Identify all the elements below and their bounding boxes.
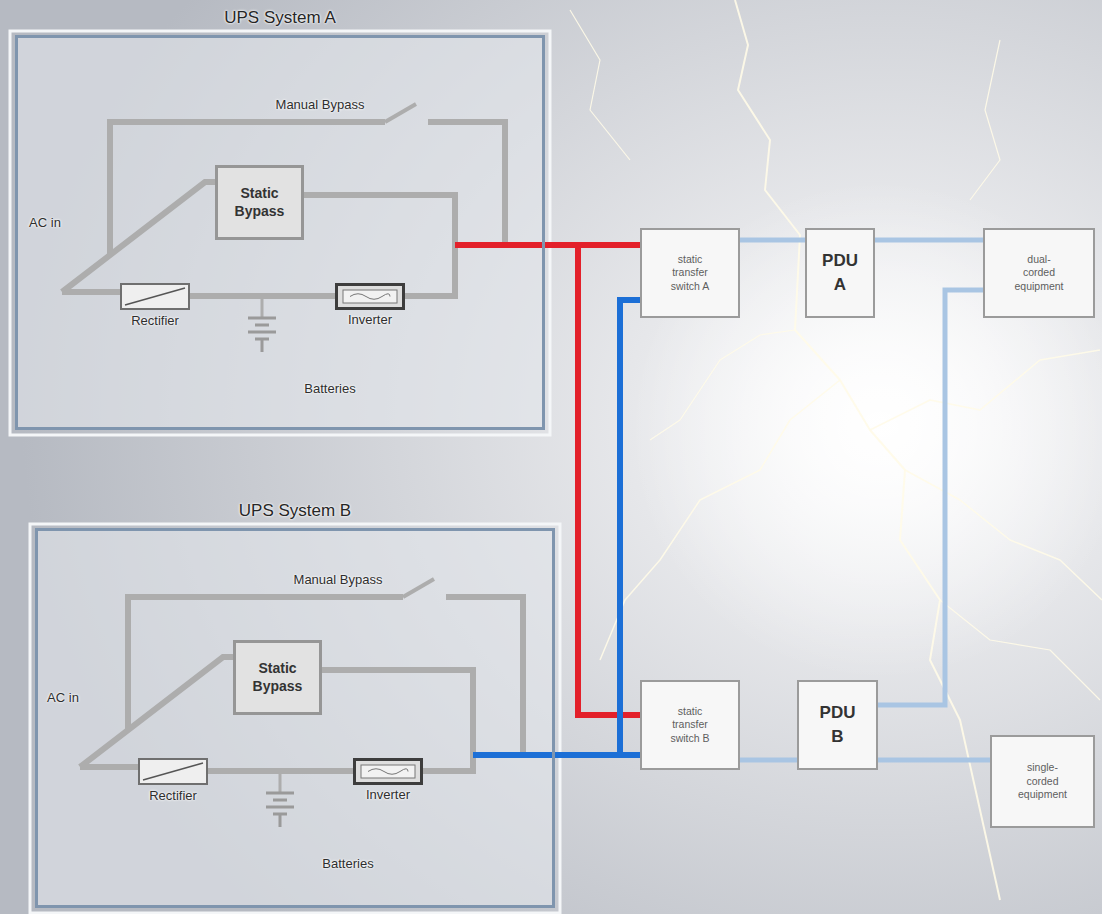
bypass-path-label: Manual Bypass [276, 97, 365, 112]
inverter-glyph [338, 286, 402, 307]
component-label: Rectifier [131, 313, 179, 328]
system-title: UPS System B [38, 501, 552, 521]
input-label: AC in [47, 690, 79, 705]
rectifier-diagonal [143, 763, 203, 780]
transfer-switch-box: static transfer switch A [640, 228, 740, 318]
ups-output-feed [473, 752, 555, 758]
component-label: Inverter [366, 787, 410, 802]
power-feed-b [555, 300, 640, 755]
ups-panel-fill [35, 528, 555, 908]
ac-input-wire [80, 764, 138, 770]
internal-wire [190, 293, 335, 299]
ups-panel-fill [15, 35, 545, 430]
battery-symbol [248, 318, 276, 352]
inverter-inner-box [361, 765, 415, 778]
manual-bypass-wire [110, 122, 385, 255]
manual-bypass-wire [446, 597, 523, 755]
battery-symbol [266, 793, 294, 827]
pdu-label: PDU B [820, 701, 856, 749]
lightning-glow [630, 180, 1102, 680]
battery-tap-wire [261, 296, 264, 318]
static-bypass-box: Static Bypass [215, 165, 304, 240]
battery-label: Batteries [322, 856, 373, 871]
rectifier-symbol: Rectifier [120, 283, 190, 310]
component-label: Rectifier [149, 788, 197, 803]
equipment-box: single-corded equipment [990, 735, 1095, 828]
rectifier-glyph [140, 760, 206, 783]
inverter-inner-box [343, 290, 397, 303]
static-bypass-box: Static Bypass [233, 640, 322, 715]
equipment-label: single-corded equipment [1018, 761, 1067, 802]
bypass-label: Static Bypass [222, 185, 297, 220]
equipment-label: dual-corded equipment [1014, 253, 1063, 294]
pdu-box: PDU A [805, 228, 875, 318]
bypass-switch-blade [403, 579, 434, 597]
manual-bypass-wire [128, 597, 403, 730]
inverter-symbol: Inverter [335, 283, 405, 310]
battery-label: Batteries [304, 381, 355, 396]
pdu-label: PDU A [822, 249, 858, 297]
distribution-line [740, 238, 805, 243]
ac-input-wire [62, 289, 120, 295]
lightning-bolt [650, 330, 795, 440]
bypass-label: Static Bypass [240, 660, 315, 695]
rectifier-diagonal [125, 288, 185, 305]
lightning-bolt [870, 350, 1100, 430]
power-feed-a [545, 245, 640, 715]
ups-internal-wiring [80, 579, 523, 827]
inverter-wave [368, 769, 408, 775]
lightning-bolt [905, 470, 1102, 600]
component-label: Inverter [348, 312, 392, 327]
ups-internal-wiring [62, 104, 505, 352]
lightning-bolt [600, 380, 840, 660]
input-label: AC in [29, 215, 61, 230]
inverter-symbol: Inverter [353, 758, 423, 785]
lightning-bolt [570, 10, 630, 160]
equipment-box: dual-corded equipment [983, 228, 1095, 318]
lightning-bolt [970, 40, 1000, 200]
lightning-bolt [735, 0, 1000, 900]
lightning-bolts [570, 0, 1102, 900]
ups-outer-frame [30, 524, 560, 913]
manual-bypass-wire [428, 122, 505, 245]
system-title: UPS System A [18, 8, 542, 28]
distribution-line [740, 758, 797, 763]
ac-input-wire [62, 182, 215, 292]
ups-outer-frame [10, 31, 550, 435]
ups-output-feed [455, 242, 545, 248]
inverter-wave [350, 294, 390, 300]
transfer-switch-box: static transfer switch B [640, 680, 740, 770]
inverter-glyph [356, 761, 420, 782]
battery-tap-wire [279, 771, 282, 793]
lightning-bolt [940, 600, 1100, 700]
internal-wire [208, 768, 353, 774]
ups-system-box: Static BypassRectifierInverterUPS System… [15, 35, 545, 430]
distribution-line [878, 758, 990, 763]
output-wire [300, 195, 455, 296]
bypass-path-label: Manual Bypass [294, 572, 383, 587]
output-wire [318, 670, 473, 771]
switch-label: static transfer switch A [664, 253, 716, 294]
switch-label: static transfer switch B [664, 705, 716, 746]
distribution-line [878, 290, 983, 705]
bypass-switch-blade [385, 104, 416, 122]
rectifier-glyph [122, 285, 188, 308]
distribution-line [875, 238, 983, 243]
pdu-box: PDU B [797, 680, 878, 770]
ac-input-wire [80, 657, 233, 767]
rectifier-symbol: Rectifier [138, 758, 208, 785]
